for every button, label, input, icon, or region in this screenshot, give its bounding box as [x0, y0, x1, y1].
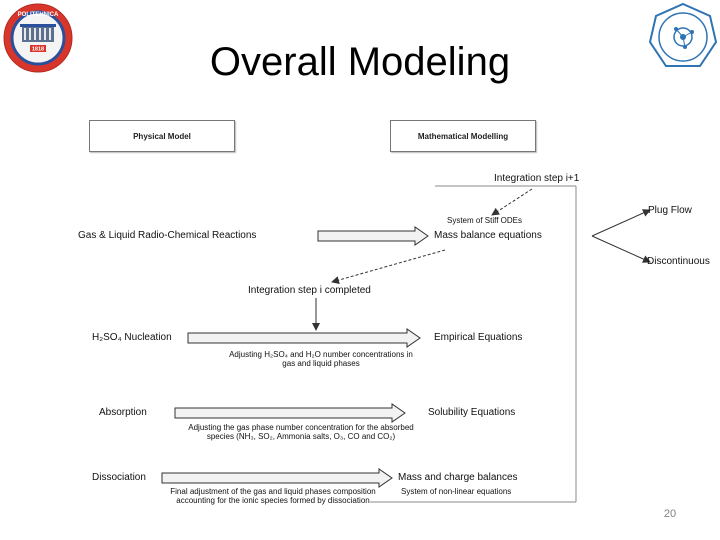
math-mass-charge-label: Mass and charge balances — [398, 472, 518, 483]
slide-title: Overall Modeling — [209, 40, 511, 84]
math-solubility-label: Solubility Equations — [428, 407, 516, 418]
page-number: 20 — [663, 508, 677, 520]
math-empirical-label: Empirical Equations — [434, 332, 523, 343]
seal-year-text: 1818 — [32, 47, 44, 53]
integration-step-completed-label: Integration step i completed — [248, 285, 371, 296]
discontinuous-label: Discontinuous — [647, 256, 710, 267]
seal-top-text: POLITEHNICA — [18, 12, 59, 18]
mathematical-modelling-header-label: Mathematical Modelling — [417, 131, 509, 141]
plug-flow-label: Plug Flow — [648, 205, 692, 216]
stiff-odes-label: System of Stiff ODEs — [447, 216, 522, 225]
dashed-arrow-next-step — [491, 188, 533, 216]
physical-reactions-label: Gas & Liquid Radio-Chemical Reactions — [78, 230, 257, 241]
row-arrow-reactions — [317, 226, 429, 246]
mathematical-modelling-header: Mathematical Modelling — [390, 120, 536, 152]
physical-dissociation-label: Dissociation — [92, 472, 146, 483]
physical-model-header: Physical Model — [89, 120, 235, 152]
physical-model-header-label: Physical Model — [133, 131, 191, 141]
nucleation-note: Adjusting H₂SO₄ and H₂O number concentra… — [229, 350, 413, 369]
arrow-to-discontinuous — [591, 235, 651, 263]
dissociation-note: Final adjustment of the gas and liquid p… — [170, 487, 376, 506]
row-arrow-absorption — [174, 403, 406, 423]
physical-absorption-label: Absorption — [99, 407, 147, 418]
integration-step-next-label: Integration step i+1 — [494, 173, 580, 184]
dashed-arrow-step-completed — [331, 249, 446, 284]
math-nonlinear-label: System of non-linear equations — [401, 487, 512, 496]
absorption-note: Adjusting the gas phase number concentra… — [188, 423, 414, 442]
physical-nucleation-label: H₂SO₄ Nucleation — [92, 332, 172, 343]
row-arrow-nucleation — [187, 328, 421, 348]
row-arrow-dissociation — [161, 468, 393, 488]
arrow-to-plug-flow — [591, 209, 651, 237]
politehnica-seal-logo: 1818 POLITEHNICA — [3, 3, 73, 73]
mass-balance-label: Mass balance equations — [434, 230, 542, 241]
institute-circle-logo — [648, 2, 718, 67]
